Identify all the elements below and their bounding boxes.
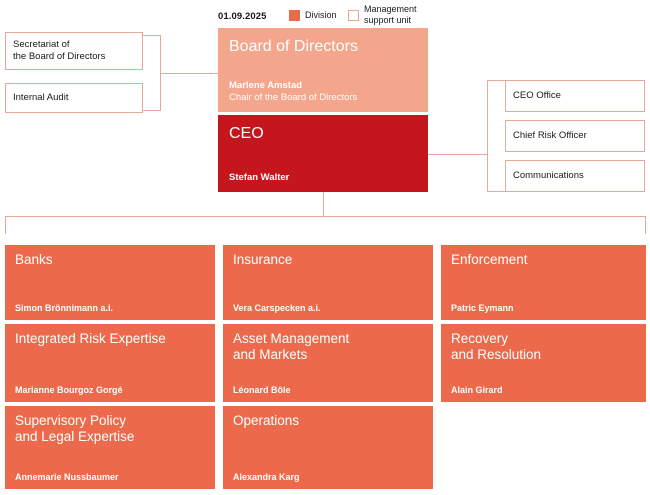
connector-left-to-board bbox=[160, 73, 218, 74]
ceo-title: CEO bbox=[229, 125, 264, 142]
board-of-directors-person: Marlene Amstad Chair of the Board of Dir… bbox=[229, 80, 417, 104]
ceo-node[interactable]: CEO Stefan Walter bbox=[218, 115, 428, 192]
connector-divisions-drop-left bbox=[5, 216, 6, 234]
support-unit-label: CEO Office bbox=[513, 90, 561, 101]
division-enforcement[interactable]: Enforcement Patric Eymann bbox=[441, 245, 646, 320]
connector-left-stub-top bbox=[143, 35, 161, 36]
legend-management-support-unit-swatch bbox=[348, 10, 359, 21]
division-title: Integrated Risk Expertise bbox=[15, 331, 166, 346]
support-unit-label: Chief Risk Officer bbox=[513, 130, 587, 141]
support-unit-secretariat-board[interactable]: Secretariat of the Board of Directors bbox=[5, 32, 143, 70]
division-head: Marianne Bourgoz Gorgé bbox=[15, 385, 123, 395]
division-head: Simon Brönnimann a.i. bbox=[15, 303, 114, 313]
support-unit-label: Secretariat of the Board of Directors bbox=[13, 39, 106, 62]
division-supervisory-policy-and-legal-expertise[interactable]: Supervisory Policy and Legal Expertise A… bbox=[5, 406, 215, 489]
division-title: Operations bbox=[233, 413, 300, 428]
connector-right-stub-bottom bbox=[487, 191, 505, 192]
division-head: Vera Carspecken a.i. bbox=[233, 303, 321, 313]
connector-divisions-bus bbox=[5, 216, 646, 217]
board-of-directors-name: Marlene Amstad bbox=[229, 80, 303, 91]
connector-right-spine bbox=[487, 80, 488, 192]
support-unit-chief-risk-officer[interactable]: Chief Risk Officer bbox=[505, 120, 645, 152]
support-unit-label: Internal Audit bbox=[13, 92, 69, 103]
division-recovery-and-resolution[interactable]: Recovery and Resolution Alain Girard bbox=[441, 324, 646, 402]
legend-division-swatch bbox=[289, 10, 300, 21]
division-head: Léonard Bôle bbox=[233, 385, 291, 395]
connector-ceo-drop bbox=[323, 192, 324, 216]
board-of-directors-title: Board of Directors bbox=[229, 38, 358, 55]
support-unit-label: Communications bbox=[513, 170, 584, 181]
connector-left-stub-bottom bbox=[143, 110, 161, 111]
connector-divisions-drop-right bbox=[645, 216, 646, 234]
board-of-directors-role: Chair of the Board of Directors bbox=[229, 92, 358, 103]
legend-division-label: Division bbox=[305, 10, 337, 20]
division-operations[interactable]: Operations Alexandra Karg bbox=[223, 406, 433, 489]
division-title: Asset Management and Markets bbox=[233, 331, 350, 362]
legend-management-support-unit-label: Management support unit bbox=[364, 4, 417, 25]
board-of-directors-node[interactable]: Board of Directors Marlene Amstad Chair … bbox=[218, 28, 428, 112]
support-unit-ceo-office[interactable]: CEO Office bbox=[505, 80, 645, 112]
ceo-name: Stefan Walter bbox=[229, 172, 290, 183]
division-title: Banks bbox=[15, 252, 53, 267]
chart-date: 01.09.2025 bbox=[218, 11, 267, 22]
connector-right-stub-top bbox=[487, 80, 505, 81]
support-unit-communications[interactable]: Communications bbox=[505, 160, 645, 192]
division-head: Patric Eymann bbox=[451, 303, 514, 313]
division-banks[interactable]: Banks Simon Brönnimann a.i. bbox=[5, 245, 215, 320]
division-title: Recovery and Resolution bbox=[451, 331, 542, 362]
support-unit-internal-audit[interactable]: Internal Audit bbox=[5, 83, 143, 113]
division-insurance[interactable]: Insurance Vera Carspecken a.i. bbox=[223, 245, 433, 320]
division-title: Enforcement bbox=[451, 252, 528, 267]
division-title: Insurance bbox=[233, 252, 293, 267]
division-head: Annemarie Nussbaumer bbox=[15, 472, 119, 482]
division-integrated-risk-expertise[interactable]: Integrated Risk Expertise Marianne Bourg… bbox=[5, 324, 215, 402]
division-head: Alain Girard bbox=[451, 385, 503, 395]
division-head: Alexandra Karg bbox=[233, 472, 300, 482]
division-asset-management-and-markets[interactable]: Asset Management and Markets Léonard Bôl… bbox=[223, 324, 433, 402]
division-title: Supervisory Policy and Legal Expertise bbox=[15, 413, 135, 444]
connector-ceo-to-right bbox=[428, 154, 488, 155]
